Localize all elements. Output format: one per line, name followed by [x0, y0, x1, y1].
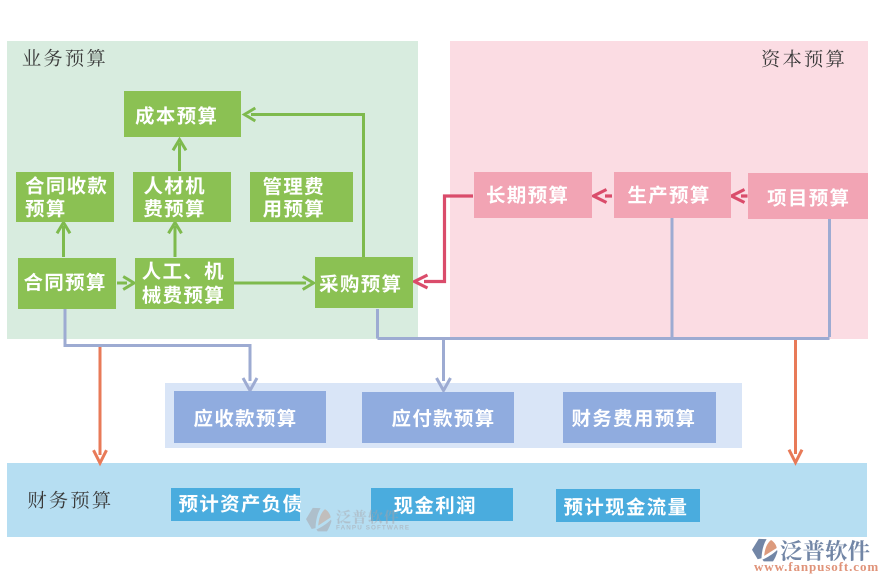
svg-text:FANPU SOFTWARE: FANPU SOFTWARE	[336, 525, 410, 532]
svg-text:www.fanpusoft.com: www.fanpusoft.com	[754, 559, 879, 574]
